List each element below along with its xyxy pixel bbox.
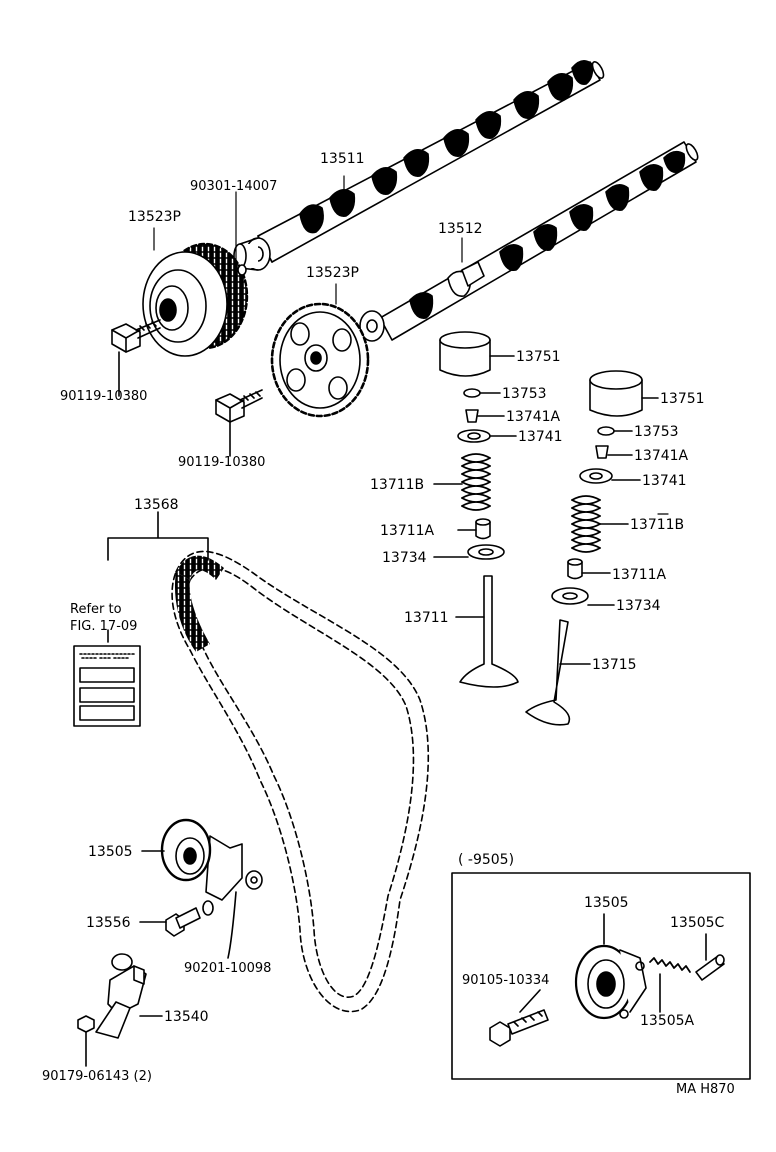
label-camshaft-13511: 13511 [320,151,365,167]
label-inset-spring: 13505A [640,1013,695,1029]
label-shim-right: 13753 [634,424,679,440]
label-idler: 13505 [88,844,133,860]
label-lifter-right: 13751 [660,391,705,407]
valve-stack-left [433,331,519,688]
label-lifter-left: 13751 [516,349,561,365]
label-pin-90301: 90301-14007 [190,179,278,194]
bolt-left [111,319,161,397]
label-bolt-right: 90119-10380 [178,455,266,470]
label-timing-belt: 13568 [134,497,179,513]
label-pulley-right: 13523P [306,265,359,281]
camshaft-pulley-right [270,302,370,418]
label-seat-right: 13734 [616,598,661,614]
drawing-code: MA H870 [676,1082,735,1097]
idler-pulley-assembly [77,818,263,1067]
label-union-nut: 90179-06143 (2) [42,1069,152,1084]
refer-text-line2: FIG. 17-09 [70,619,138,634]
label-retainer-right: 13741 [642,473,687,489]
label-seat-left: 13734 [382,550,427,566]
label-spring-right: 13711B [630,517,685,533]
label-keeper-right: 13741A [634,448,689,464]
inset-variant-box [451,872,751,1080]
label-inset-idler: 13505 [584,895,629,911]
label-bolt-left: 90119-10380 [60,389,148,404]
label-retainer-left: 13741 [518,429,563,445]
label-union: 13540 [164,1009,209,1025]
label-inset-collar: 13505C [670,915,725,931]
camshaft-pulley-left [142,242,249,357]
label-pulley-left: 13523P [128,209,181,225]
camshaft-13512 [359,141,699,342]
label-seal-left: 13711A [380,523,435,539]
label-washer: 90201-10098 [184,961,272,976]
label-inset-bolt: 90105-10334 [462,973,550,988]
reference-card [73,629,141,727]
label-spring-left: 13711B [370,477,425,493]
refer-text-line1: Refer to [70,602,122,617]
camshaft-13511 [233,60,605,271]
label-shim-left: 13753 [502,386,547,402]
valve-stack-right [525,370,659,726]
label-camshaft-13512: 13512 [438,221,483,237]
inset-header: ( -9505) [458,852,515,868]
label-valve-13711: 13711 [404,610,449,626]
label-seal-right: 13711A [612,567,667,583]
label-keeper-left: 13741A [506,409,561,425]
label-valve-13715: 13715 [592,657,637,673]
timing-belt [107,511,430,1013]
label-idler-bolt: 13556 [86,915,131,931]
leader-lines [153,175,669,515]
bolt-right [215,389,263,457]
